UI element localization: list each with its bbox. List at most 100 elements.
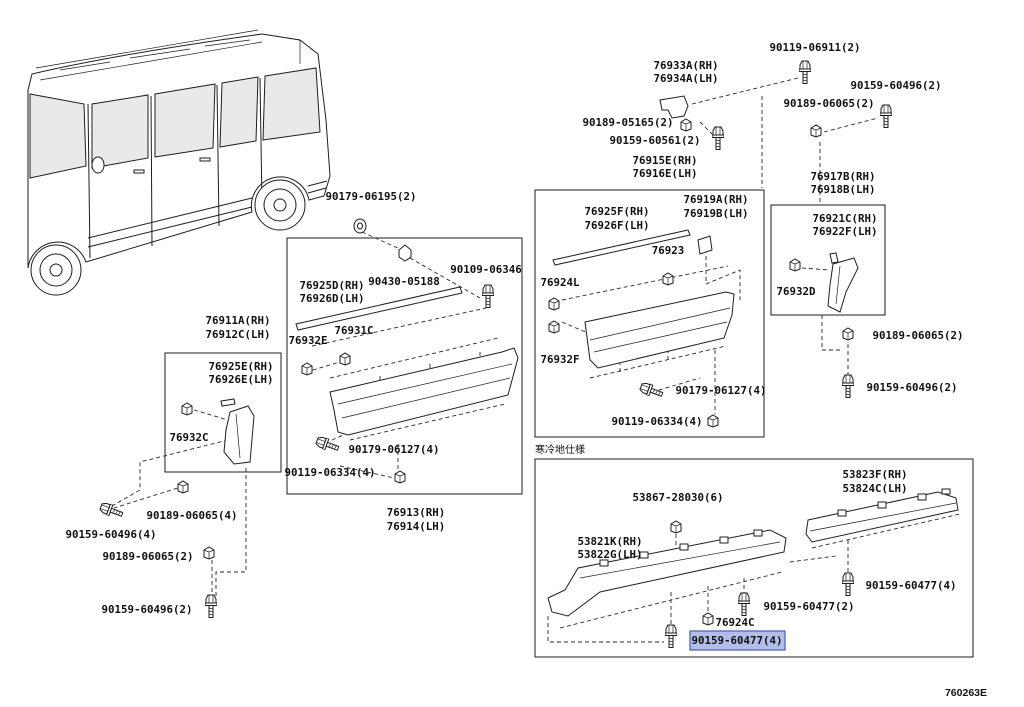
callout-76926e-lh[interactable]: 76926E(LH) — [208, 373, 273, 386]
clip-76932f-icon — [549, 321, 559, 333]
callout-90119-06911[interactable]: 90119-06911(2) — [769, 41, 860, 54]
callout-76932d[interactable]: 76932D — [776, 285, 816, 298]
callout-90179-06127-front[interactable]: 90179-06127(4) — [348, 443, 439, 456]
callout-53822g-lh[interactable]: 53822G(LH) — [577, 548, 642, 561]
clip-90179-06195-icon — [353, 218, 367, 234]
callout-90109-06346[interactable]: 90109-06346 — [450, 263, 522, 276]
garnish-76911a-icon — [223, 405, 255, 465]
callout-76931c[interactable]: 76931C — [334, 324, 373, 337]
clip-outer — [353, 218, 367, 234]
callout-76933a-rh[interactable]: 76933A(RH) — [653, 59, 718, 72]
screw-90159-60496-left-icon — [205, 595, 217, 618]
clip-90430-05188-icon — [398, 244, 412, 262]
van-front-wheel — [30, 244, 82, 296]
leader-lines-rear-garnish — [801, 267, 849, 378]
clip-90189-06065-garnish-icon — [178, 481, 188, 493]
clip-90179-06127-front-icon — [395, 471, 405, 483]
molding-crease — [337, 363, 513, 419]
callout-90119-06334-slide[interactable]: 90119-06334(4) — [611, 415, 702, 428]
garnish-body — [827, 257, 859, 313]
strip-76925d-icon — [295, 286, 463, 331]
callout-76926d-lh[interactable]: 76926D(LH) — [299, 292, 364, 305]
garnish-edge — [235, 413, 241, 459]
van-window-rear — [262, 67, 321, 141]
callout-76932c[interactable]: 76932C — [169, 431, 208, 444]
callout-76911a-rh[interactable]: 76911A(RH) — [205, 314, 270, 327]
callout-76913-rh[interactable]: 76913(RH) — [387, 506, 446, 519]
callout-90159-60496-left[interactable]: 90159-60496(2) — [101, 603, 192, 616]
callout-76916e-lh[interactable]: 76916E(LH) — [632, 167, 697, 180]
callout-90179-06195[interactable]: 90179-06195(2) — [325, 190, 416, 203]
callout-76924c[interactable]: 76924C — [715, 616, 754, 629]
callout-76925f-rh[interactable]: 76925F(RH) — [584, 205, 649, 218]
group-box-front-door-molding — [286, 237, 523, 495]
callout-76925d-rh[interactable]: 76925D(RH) — [299, 279, 364, 292]
callout-76918b-lh[interactable]: 76918B(LH) — [810, 183, 875, 196]
callout-90159-60496-top[interactable]: 90159-60496(2) — [850, 79, 941, 92]
callout-53821k-rh[interactable]: 53821K(RH) — [577, 535, 642, 548]
callout-76925e-rh[interactable]: 76925E(RH) — [208, 360, 273, 373]
callout-76924l[interactable]: 76924L — [540, 276, 580, 289]
clip-76923-icon — [663, 273, 673, 285]
rocker-bumps — [837, 488, 951, 517]
callout-76917b-rh[interactable]: 76917B(RH) — [810, 170, 875, 183]
callout-90189-06065-garnish[interactable]: 90189-06065(4) — [146, 509, 237, 522]
callout-90159-60477-selected[interactable]: 90159-60477(4) — [691, 634, 782, 647]
selected-callout-highlight — [690, 631, 785, 650]
callout-76922f-lh[interactable]: 76922F(LH) — [812, 225, 877, 238]
figure-code: 760263E — [945, 687, 987, 699]
callout-53823f-rh[interactable]: 53823F(RH) — [842, 468, 907, 481]
callout-53867-28030[interactable]: 53867-28030(6) — [632, 491, 723, 504]
garnish-76917b-icon — [827, 257, 859, 313]
clip-outer — [398, 244, 412, 262]
van-door-lines — [87, 77, 263, 259]
callout-90430-05188[interactable]: 90430-05188 — [368, 275, 440, 288]
callout-76934a-lh[interactable]: 76934A(LH) — [653, 72, 718, 85]
callout-76915e-rh[interactable]: 76915E(RH) — [632, 154, 697, 167]
screw-90119-06334-slide-icon — [639, 381, 664, 400]
rocker-bumps — [599, 529, 763, 567]
van-side-molding — [87, 180, 328, 248]
selected-callout-outline — [689, 630, 786, 651]
callout-76932e[interactable]: 76932E — [288, 334, 327, 347]
callout-90189-06065-left[interactable]: 90189-06065(2) — [102, 550, 193, 563]
callout-90189-05165[interactable]: 90189-05165(2) — [582, 116, 673, 129]
callout-90159-60477-middle[interactable]: 90159-60477(2) — [763, 600, 854, 613]
callout-90119-06334-front[interactable]: 90119-06334(4) — [284, 466, 375, 479]
clip-76932c-icon — [182, 403, 192, 415]
callout-90159-60561[interactable]: 90159-60561(2) — [609, 134, 700, 147]
callout-76919a-rh[interactable]: 76919A(RH) — [683, 193, 748, 206]
callout-53824c-lh[interactable]: 53824C(LH) — [842, 482, 907, 495]
callout-90189-06065-top[interactable]: 90189-06065(2) — [783, 97, 874, 110]
callout-76923[interactable]: 76923 — [652, 244, 685, 257]
callout-90179-06127-slide[interactable]: 90179-06127(4) — [675, 384, 766, 397]
screw-90159-60477-selected-icon — [665, 625, 677, 648]
molding-body — [584, 291, 735, 369]
clip-76931c-icon — [340, 353, 350, 365]
molding-76915e-icon — [584, 291, 735, 369]
callout-76926f-lh[interactable]: 76926F(LH) — [584, 219, 649, 232]
molding-76913-icon — [329, 347, 519, 436]
callout-90159-60496-right[interactable]: 90159-60496(2) — [866, 381, 957, 394]
group-box-cold-area-rocker — [534, 458, 974, 658]
callout-90189-06065-right[interactable]: 90189-06065(2) — [872, 329, 963, 342]
screw-90159-60496-garnish-icon — [99, 501, 124, 520]
rocker-53821k-icon — [547, 529, 787, 617]
callout-76921c-rh[interactable]: 76921C(RH) — [812, 212, 877, 225]
strip-76925f-icon — [552, 229, 691, 266]
callout-90159-60496-garnish[interactable]: 90159-60496(4) — [65, 528, 156, 541]
clip-90189-06065-top-icon — [811, 125, 821, 137]
leader-lines-slide-door — [561, 256, 741, 414]
callout-90159-60477-right[interactable]: 90159-60477(4) — [865, 579, 956, 592]
leader-lines-front-garnish — [111, 409, 247, 596]
callout-76932f[interactable]: 76932F — [540, 353, 579, 366]
clip-90189-05165-icon — [681, 119, 691, 131]
bolt-90119-06911-icon — [799, 61, 811, 84]
molding-body — [329, 347, 519, 436]
rear-tire — [254, 179, 306, 231]
callout-76912c-lh[interactable]: 76912C(LH) — [205, 328, 270, 341]
callout-76919b-lh[interactable]: 76919B(LH) — [683, 207, 748, 220]
callout-76914-lh[interactable]: 76914(LH) — [387, 520, 446, 533]
strip-76921c-icon — [829, 252, 839, 264]
clip-90179-06127-slide-icon — [708, 415, 718, 427]
